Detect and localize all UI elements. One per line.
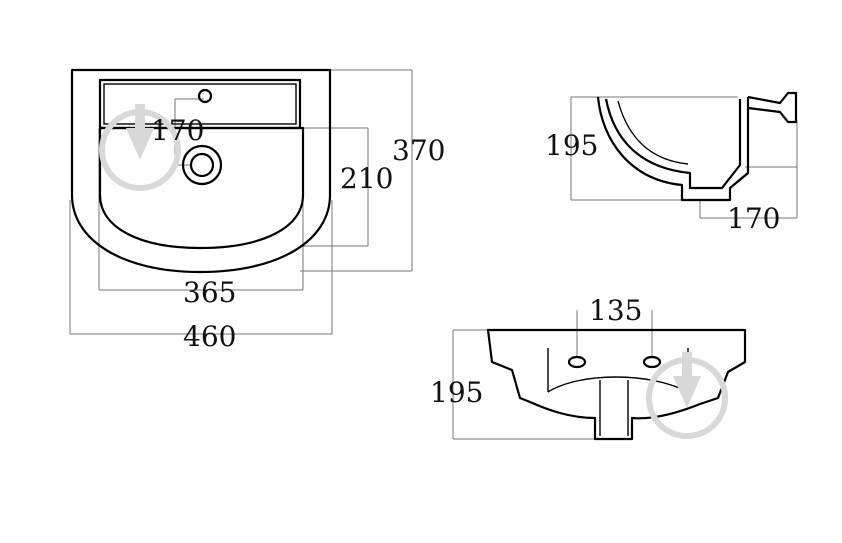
front-dim-label-bolt-spacing: 135 <box>589 294 642 327</box>
top-view-dimension-lines <box>69 69 413 335</box>
side-bowl-outer <box>596 96 750 202</box>
tap-hole <box>197 88 213 104</box>
front-view-dimension-lines <box>452 310 653 440</box>
dim-label-total-depth: 370 <box>392 134 445 167</box>
watermark-logo-top <box>99 104 181 191</box>
basin-outer-outline <box>70 68 332 274</box>
dim-label-inner-depth: 210 <box>340 162 393 195</box>
drain-inner <box>189 152 215 178</box>
dim-label-tap-offset: 170 <box>151 114 204 147</box>
side-dim-label-height: 195 <box>545 129 598 162</box>
front-view: 135 195 <box>430 294 747 441</box>
mounting-hole-left <box>567 355 587 369</box>
side-bowl-inner <box>604 98 742 190</box>
mounting-hole-right <box>642 355 662 369</box>
side-view-dimension-lines <box>570 96 798 219</box>
side-bowl-rim <box>617 100 689 165</box>
front-dim-label-height: 195 <box>430 376 483 409</box>
bowl-outline <box>98 126 305 250</box>
tap-deck-inner <box>103 83 297 125</box>
top-view: 170 210 370 365 460 <box>69 68 445 353</box>
front-basin-outline <box>486 328 747 441</box>
dim-label-total-width: 460 <box>183 320 236 353</box>
side-wall-bracket <box>747 91 798 124</box>
watermark-logo-bottom <box>646 352 728 439</box>
drain-outer <box>181 144 223 186</box>
side-dim-label-drain-offset: 170 <box>727 202 780 235</box>
dim-label-inner-width: 365 <box>183 276 236 309</box>
side-view: 195 170 <box>545 91 798 235</box>
